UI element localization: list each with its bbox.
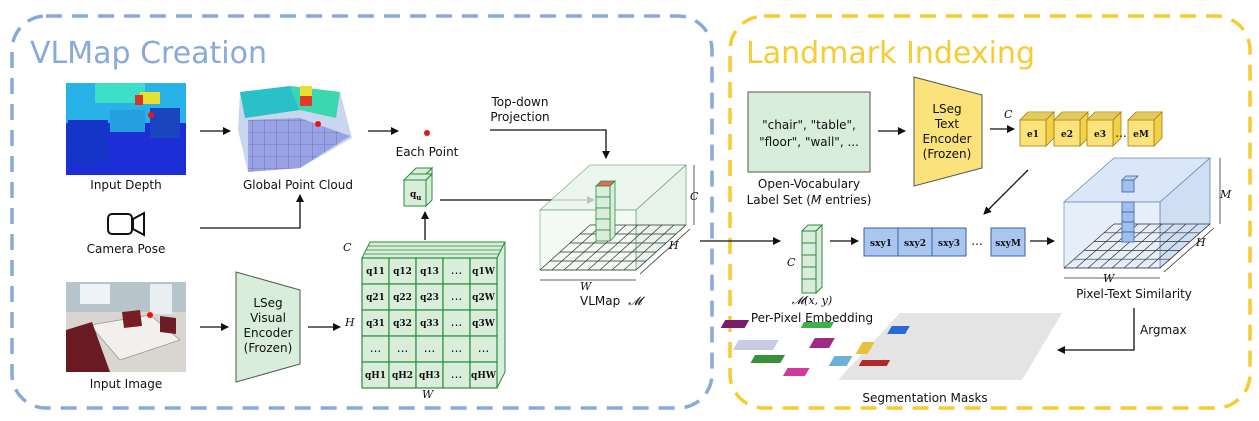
grid-cell-label: ... xyxy=(370,341,381,355)
vlmap-box xyxy=(538,164,695,281)
segmentation-masks-image xyxy=(720,313,1062,380)
grid-cell-label: qHW xyxy=(471,371,497,381)
visual-encoder-line-3: Encoder xyxy=(243,326,292,340)
e-label: e1 xyxy=(1027,130,1039,140)
each-point-dot xyxy=(424,130,430,136)
e-ellipsis: ... xyxy=(1115,126,1126,140)
grid-cell-label: q13 xyxy=(420,267,439,277)
camera-icon xyxy=(107,211,145,237)
arrow-argmax xyxy=(1057,308,1135,354)
grid-cell-label: ... xyxy=(451,367,462,381)
similarity-scores: sxy1 sxy2 sxy3... sxyM xyxy=(863,227,1026,257)
lseg-text-encoder xyxy=(913,76,983,187)
e-label: e3 xyxy=(1094,130,1106,140)
text-encoder-line-4: (Frozen) xyxy=(923,147,972,161)
visual-encoder-line-1: LSeg xyxy=(253,296,282,310)
grid-cell-label: qH2 xyxy=(392,371,413,381)
sim-m-label: M xyxy=(1219,188,1232,201)
argmax-label: Argmax xyxy=(1140,323,1187,337)
arrow-pose-to-cloud xyxy=(200,194,304,229)
qu-label: qu xyxy=(410,190,421,202)
visual-encoder-line-2: Visual xyxy=(250,311,286,325)
e-c-label: C xyxy=(1004,108,1013,121)
s-label: sxy3 xyxy=(938,239,960,249)
e-label: e2 xyxy=(1061,130,1073,140)
vocab-box xyxy=(747,91,871,173)
grid-h-label: H xyxy=(344,316,355,329)
grid-cell-label: ... xyxy=(397,341,408,355)
feature-grid: q11 q12 q13... q1W q21 q22 q23... q2W q31 q32 q33.… xyxy=(361,241,506,389)
embed-symbol-label: 𝓜(x, y) xyxy=(792,294,832,307)
grid-cell-label: q33 xyxy=(420,319,439,329)
vlmap-creation-title: VLMap Creation xyxy=(30,36,267,71)
grid-cell-label: ... xyxy=(451,315,462,329)
e-label: eM xyxy=(1133,130,1149,140)
input-depth-image xyxy=(66,83,186,175)
grid-cell-label: qH3 xyxy=(419,371,440,381)
grid-cell-label: ... xyxy=(451,263,462,277)
s-label: sxyM xyxy=(995,239,1021,249)
grid-cell-label: q31 xyxy=(366,319,385,329)
text-embeddings: e1 e2 e3... eM xyxy=(1019,111,1163,147)
vlmap-h-label: H xyxy=(668,239,679,252)
sim-h-label: H xyxy=(1195,236,1206,249)
text-encoder-line-2: Text xyxy=(934,117,960,131)
text-encoder-line-1: LSeg xyxy=(932,102,961,116)
landmark-indexing-title: Landmark Indexing xyxy=(746,36,1035,71)
vlmap-creation-frame xyxy=(10,14,714,410)
grid-cell-label: q3W xyxy=(472,319,496,329)
lseg-visual-encoder xyxy=(235,271,301,383)
s-label: sxy1 xyxy=(870,239,892,249)
visual-encoder-line-4: (Frozen) xyxy=(244,341,293,355)
vocab-line-2: "floor", "wall", ... xyxy=(759,135,859,149)
global-point-cloud-image xyxy=(238,86,352,172)
grid-cell-label: q11 xyxy=(366,267,385,277)
landmark-indexing-frame xyxy=(728,14,1252,410)
grid-cell-label: qH1 xyxy=(365,371,386,381)
grid-cell-label: q12 xyxy=(393,267,412,277)
grid-c-label: C xyxy=(343,241,352,254)
grid-cell-label: q32 xyxy=(393,319,412,329)
vlmap-c-label: C xyxy=(690,190,699,203)
vlmap-w-label: W xyxy=(580,280,593,293)
grid-cell-label: q23 xyxy=(420,293,439,303)
grid-cell-label: q2W xyxy=(472,293,496,303)
camera-pose-label: Camera Pose xyxy=(87,242,166,256)
vocab-caption-1: Open-Vocabulary xyxy=(758,177,860,191)
global-point-cloud-label: Global Point Cloud xyxy=(243,178,353,192)
per-pixel-embedding-column xyxy=(800,223,824,295)
s-ellipsis: ... xyxy=(971,234,982,248)
topdown-line-1: Top-down xyxy=(491,95,549,109)
grid-cell-label: ... xyxy=(424,341,435,355)
grid-cell-label: q1W xyxy=(472,267,496,277)
arrow-text-to-similarity xyxy=(983,169,1029,215)
grid-cell-label: q22 xyxy=(393,293,412,303)
pixel-text-similarity-box xyxy=(1062,157,1221,279)
embed-c-label: C xyxy=(787,256,796,269)
grid-cell-label: q21 xyxy=(366,293,385,303)
grid-w-label: W xyxy=(422,388,435,401)
segmentation-masks-label: Segmentation Masks xyxy=(862,391,987,405)
s-label: sxy2 xyxy=(904,239,926,249)
grid-cell-label: ... xyxy=(451,341,462,355)
vocab-line-1: "chair", "table", xyxy=(762,118,856,132)
input-depth-label: Input Depth xyxy=(90,178,161,192)
grid-cell-label: ... xyxy=(451,289,462,303)
each-point-label: Each Point xyxy=(396,145,459,159)
grid-cell-label: ... xyxy=(478,341,489,355)
topdown-line-2: Projection xyxy=(490,110,549,124)
text-encoder-line-3: Encoder xyxy=(922,132,971,146)
per-pixel-label: Per-Pixel Embedding xyxy=(751,311,873,325)
vocab-caption-2: Label Set (M entries) xyxy=(747,193,872,207)
qu-block xyxy=(402,166,434,208)
input-image-label: Input Image xyxy=(90,377,162,391)
arrow-topdown xyxy=(490,129,610,159)
input-image-photo xyxy=(66,282,186,372)
pixel-text-label: Pixel-Text Similarity xyxy=(1076,287,1192,301)
sim-w-label: W xyxy=(1103,272,1116,285)
